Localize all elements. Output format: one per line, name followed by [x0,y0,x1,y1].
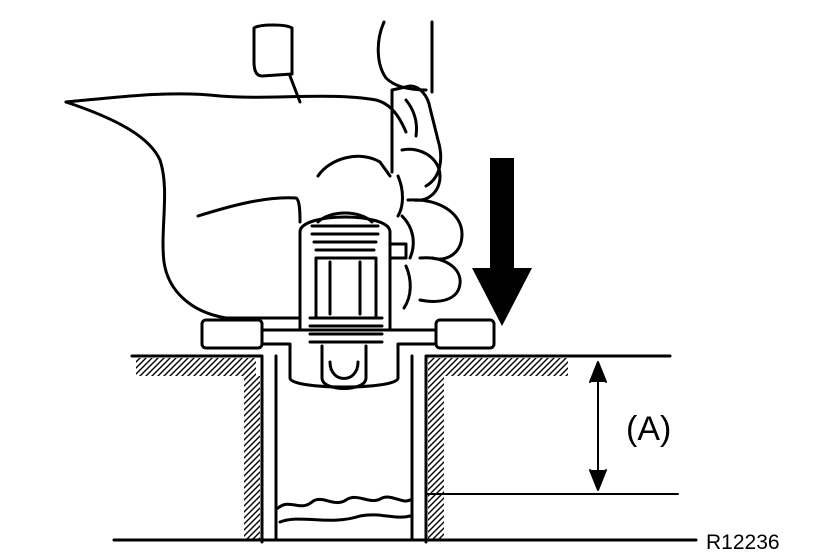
engine-block-housing [130,354,672,544]
reference-code: R12236 [706,531,780,554]
hand-illustration [64,20,464,320]
dimension-a-indicator [425,361,679,495]
coolant-level [276,495,412,510]
dimension-label: (A) [626,410,671,448]
press-direction-arrow [472,158,532,326]
thermostat-valve [298,211,408,390]
